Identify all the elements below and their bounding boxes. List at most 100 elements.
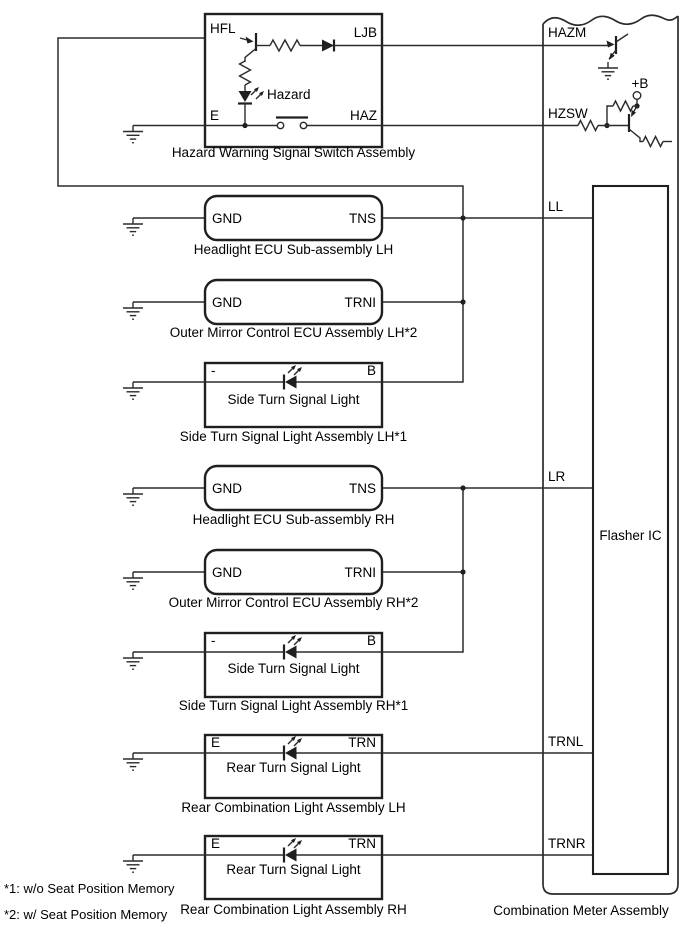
rear-combination-rh: E TRN Rear Turn Signal Light Rear Combin… bbox=[122, 834, 407, 917]
resistor-icon bbox=[612, 99, 634, 113]
outer-mirror-ecu-rh: GND TRNI Outer Mirror Control ECU Assemb… bbox=[122, 548, 419, 610]
hazard-switch-label: Hazard Warning Signal Switch Assembly bbox=[172, 145, 416, 160]
meter-label: Combination Meter Assembly bbox=[493, 903, 669, 918]
terminal-hfl: HFL bbox=[210, 21, 236, 36]
junction-dot bbox=[242, 122, 248, 129]
component-label: Headlight ECU Sub-assembly RH bbox=[193, 512, 395, 527]
battery-terminal-icon bbox=[632, 90, 642, 100]
terminal-gnd: GND bbox=[212, 565, 242, 580]
footnote-1: *1: w/o Seat Position Memory bbox=[4, 881, 175, 896]
component-label: Outer Mirror Control ECU Assembly RH*2 bbox=[169, 595, 419, 610]
light-ray-icon bbox=[287, 634, 297, 644]
terminal-tns: TNS bbox=[349, 211, 376, 226]
rear-combination-lh-box bbox=[203, 733, 384, 800]
hazard-lamp-label: Hazard bbox=[267, 87, 311, 102]
transistor-icon bbox=[239, 33, 270, 62]
terminal-trn: TRN bbox=[348, 836, 376, 851]
resistor-icon bbox=[269, 38, 301, 53]
terminal-haz: HAZ bbox=[350, 108, 377, 123]
side-turn-rh-box bbox=[203, 631, 384, 699]
terminal-minus: - bbox=[211, 363, 216, 378]
power-supply-circuit: +B bbox=[577, 76, 672, 149]
component-label: Rear Combination Light Assembly LH bbox=[181, 800, 405, 815]
ground-icon bbox=[122, 854, 144, 873]
transistor-icon bbox=[627, 105, 643, 143]
terminal-gnd: GND bbox=[212, 481, 242, 496]
rear-combination-lh: E TRN Rear Turn Signal Light Rear Combin… bbox=[122, 733, 406, 815]
diode-icon bbox=[322, 39, 336, 52]
component-label: Outer Mirror Control ECU Assembly LH*2 bbox=[170, 325, 418, 340]
terminal-e: E bbox=[211, 836, 220, 851]
junction-dot bbox=[460, 569, 466, 575]
inner-label: Rear Turn Signal Light bbox=[226, 862, 361, 877]
terminal-lr: LR bbox=[548, 469, 566, 484]
resistor-icon bbox=[642, 134, 664, 149]
flasher-ic-box bbox=[591, 184, 670, 876]
plus-b-label: +B bbox=[632, 76, 649, 91]
terminal-gnd: GND bbox=[212, 211, 242, 226]
terminal-trnr: TRNR bbox=[548, 836, 586, 851]
terminal-gnd: GND bbox=[212, 295, 242, 310]
led-icon bbox=[282, 735, 303, 762]
flasher-ic-label: Flasher IC bbox=[599, 528, 662, 543]
junction-dot bbox=[460, 215, 466, 221]
light-ray-icon bbox=[293, 636, 303, 646]
terminal-trni: TRNI bbox=[345, 295, 377, 310]
ground-icon bbox=[122, 487, 144, 506]
inner-label: Side Turn Signal Light bbox=[227, 392, 359, 407]
terminal-trnl: TRNL bbox=[548, 734, 584, 749]
ground-icon bbox=[122, 301, 144, 320]
push-switch-icon bbox=[276, 116, 308, 130]
terminal-trni: TRNI bbox=[345, 565, 377, 580]
outer-mirror-ecu-lh: GND TRNI Outer Mirror Control ECU Assemb… bbox=[122, 278, 418, 340]
side-turn-lh-box bbox=[203, 361, 384, 429]
led-icon bbox=[282, 837, 303, 864]
light-ray-icon bbox=[250, 86, 260, 96]
terminal-e: E bbox=[211, 735, 220, 750]
footnotes: *1: w/o Seat Position Memory *2: w/ Seat… bbox=[4, 881, 175, 922]
terminal-tns: TNS bbox=[349, 481, 376, 496]
ground-icon bbox=[122, 752, 144, 771]
resistor-icon bbox=[238, 60, 252, 86]
wire-right-turn-bus bbox=[296, 488, 464, 653]
meter-box-outline bbox=[542, 16, 679, 895]
light-ray-icon bbox=[293, 839, 303, 849]
terminal-ll: LL bbox=[548, 199, 564, 214]
wire bbox=[606, 105, 613, 126]
component-label: Side Turn Signal Light Assembly LH*1 bbox=[180, 429, 407, 444]
inner-label: Side Turn Signal Light bbox=[227, 661, 359, 676]
terminal-trn: TRN bbox=[348, 735, 376, 750]
component-label: Side Turn Signal Light Assembly RH*1 bbox=[179, 698, 409, 713]
meter-torn-top-edge bbox=[542, 14, 679, 26]
ground-icon bbox=[122, 124, 144, 144]
light-ray-icon bbox=[287, 735, 297, 745]
terminal-minus: - bbox=[211, 633, 216, 648]
ground-icon bbox=[597, 61, 619, 80]
headlight-ecu-rh: GND TNS Headlight ECU Sub-assembly RH bbox=[122, 464, 395, 527]
led-icon bbox=[282, 364, 303, 391]
light-ray-icon bbox=[287, 364, 297, 374]
footnote-2: *2: w/ Seat Position Memory bbox=[4, 907, 168, 922]
side-turn-signal-rh: - B Side Turn Signal Light Side Turn Sig… bbox=[122, 631, 409, 713]
ground-icon bbox=[122, 651, 144, 670]
rear-combination-rh-box bbox=[203, 834, 384, 901]
terminal-hzsw: HZSW bbox=[548, 106, 588, 121]
wire-left-turn-bus bbox=[57, 37, 464, 383]
led-icon bbox=[282, 634, 303, 661]
headlight-ecu-rh-box bbox=[203, 464, 384, 512]
outer-mirror-ecu-rh-box bbox=[203, 548, 384, 596]
headlight-ecu-lh: GND TNS Headlight ECU Sub-assembly LH bbox=[122, 194, 393, 257]
outer-mirror-ecu-lh-box bbox=[203, 278, 384, 326]
inner-label: Rear Turn Signal Light bbox=[226, 760, 361, 775]
resistor-icon bbox=[577, 118, 599, 133]
component-label: Rear Combination Light Assembly RH bbox=[180, 902, 407, 917]
terminal-b: B bbox=[367, 633, 376, 648]
junction-dot bbox=[460, 299, 466, 305]
terminal-hazm: HAZM bbox=[548, 25, 586, 40]
transistor-icon bbox=[606, 33, 629, 60]
hazard-warning-signal-switch-assembly: HFL LJB E HAZ Hazard bbox=[122, 12, 610, 160]
terminal-b: B bbox=[367, 363, 376, 378]
headlight-ecu-lh-box bbox=[203, 194, 384, 242]
light-ray-icon bbox=[293, 366, 303, 376]
